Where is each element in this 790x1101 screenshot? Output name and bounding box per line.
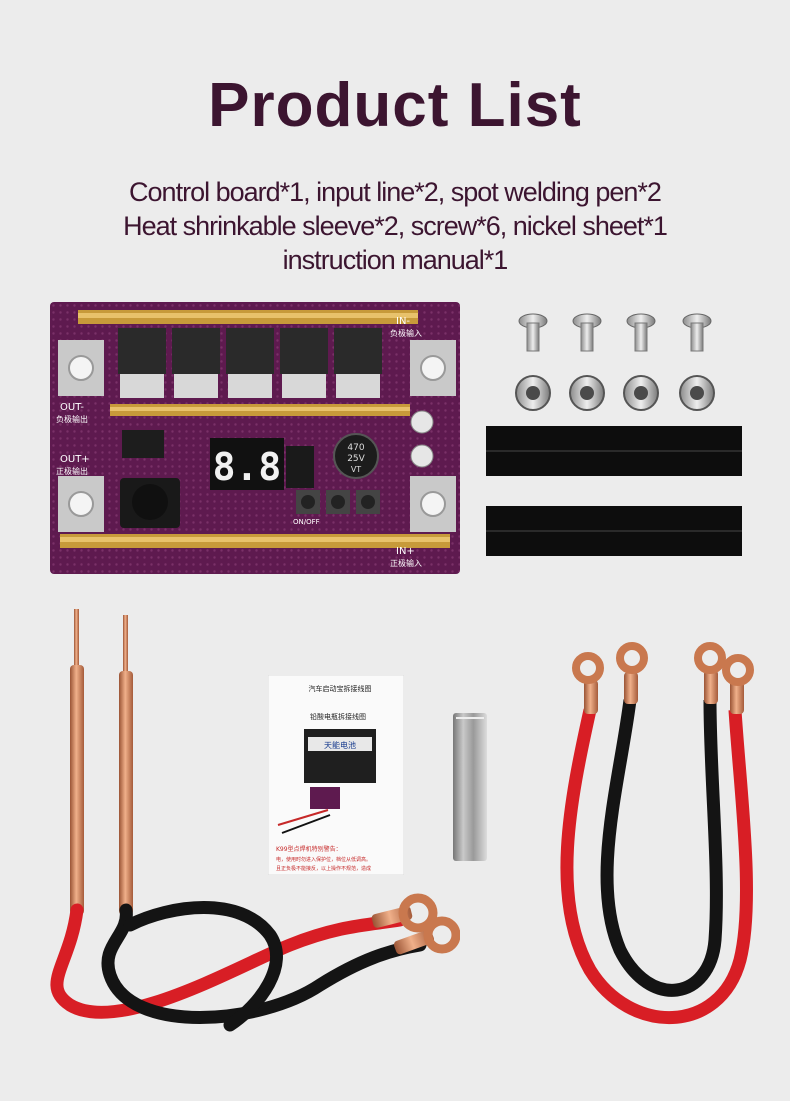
label-out-plus-cn: 正极输出 <box>56 466 88 476</box>
capacitor-code: VT <box>351 465 361 474</box>
label-in-plus: IN+ <box>396 546 415 557</box>
label-in-plus-cn: 正极输入 <box>390 558 422 568</box>
label-out-minus: OUT- <box>60 402 84 413</box>
nickel-sheet-image <box>453 713 487 861</box>
label-out-plus: OUT+ <box>60 454 90 465</box>
spot-welding-pens-image <box>50 609 460 1032</box>
label-in-minus: IN- <box>396 316 410 327</box>
screw-icon <box>518 313 712 352</box>
heat-shrink-sleeves-image <box>486 426 742 556</box>
description-line-3: instruction manual*1 <box>282 245 509 275</box>
nut-icon <box>515 375 715 411</box>
manual-warning-line-2: 电，使用时勿进入保护位，档位从低调高。 <box>276 856 371 863</box>
input-cables-image <box>560 642 754 1024</box>
screws-and-nuts-image <box>515 313 715 411</box>
label-in-minus-cn: 负极输入 <box>390 328 422 338</box>
manual-warning-line-3: 且正负极不能接反，以上操作不规范，造成 <box>276 865 371 872</box>
capacitor-label: 470 <box>347 443 364 453</box>
description-line-1: Control board*1, input line*2, spot weld… <box>129 177 662 207</box>
manual-heading: 汽车启动宝拆接线图 <box>309 684 372 693</box>
product-description: Control board*1, input line*2, spot weld… <box>0 175 790 277</box>
description-line-2: Heat shrinkable sleeve*2, screw*6, nicke… <box>123 211 668 241</box>
capacitor-voltage: 25V <box>347 454 365 464</box>
board-display: 8.8 <box>213 445 282 489</box>
page-title: Product List <box>208 71 582 140</box>
manual-subheading: 铅酸电瓶拆接线图 <box>310 712 366 721</box>
label-out-minus-cn: 负极输出 <box>56 414 88 424</box>
manual-battery-brand: 天能电池 <box>324 740 356 750</box>
onoff-label: ON/OFF <box>293 518 320 526</box>
instruction-manual-image: 汽车启动宝拆接线图 铅酸电瓶拆接线图 天能电池 K99型点焊机特别警告： 电，使… <box>268 675 404 875</box>
control-board-image: 8.8 470 25V VT ON/OFF IN- 负极输入 OUT- 负极输出… <box>50 302 460 574</box>
manual-warning: K99型点焊机特别警告： <box>276 845 342 853</box>
